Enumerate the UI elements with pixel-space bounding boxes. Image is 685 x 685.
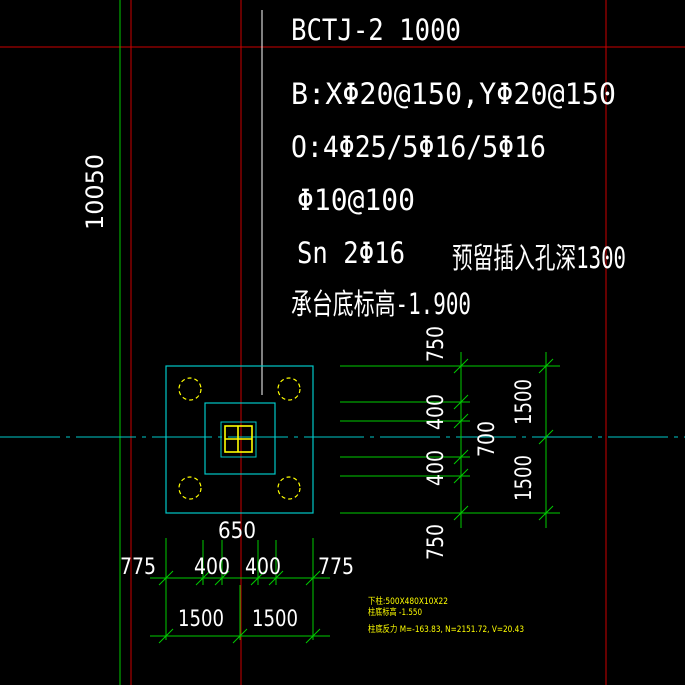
pile-circle-top-left — [178, 377, 202, 401]
annotation-line5a: Sn 2Φ16 — [297, 236, 405, 270]
annotation-block: BCTJ-2 1000 B:XΦ20@150,YΦ20@150 O:4Φ25/5… — [291, 13, 626, 321]
dim-right-750-top: 750 — [424, 326, 449, 362]
column-notes: 下柱:500X480X10X22 柱底标高 -1.550 柱底反力 M=-163… — [368, 595, 524, 635]
pile-circle-top-right — [277, 377, 301, 401]
dim-bottom-650: 650 — [218, 519, 256, 544]
dim-right-1500-a: 1500 — [512, 379, 537, 425]
dim-right-1500-b: 1500 — [512, 455, 537, 501]
pile-cap-plan — [165, 365, 314, 514]
dim-bottom-400-a: 400 — [194, 555, 230, 580]
dim-bottom-775-a: 775 — [120, 555, 156, 580]
right-dimension-labels: 750 400 700 400 1500 1500 750 — [424, 326, 537, 560]
annotation-line4: Φ10@100 — [297, 183, 415, 217]
annotation-line5b: 预留插入孔深1300 — [452, 241, 626, 275]
pile-circle-bottom-right — [277, 476, 301, 500]
dim-right-400-a: 400 — [424, 394, 449, 430]
pile-cap-outline — [165, 365, 314, 514]
dim-bottom-775-b: 775 — [318, 555, 354, 580]
right-dimension-lines — [340, 352, 560, 528]
note-line2: 柱底标高 -1.550 — [368, 606, 422, 618]
note-line3: 柱底反力 M=-163.83, N=2151.72, V=20.43 — [368, 623, 524, 635]
note-line1: 下柱:500X480X10X22 — [368, 595, 448, 607]
left-dimension-10050: 10050 — [81, 154, 109, 230]
pile-circle-bottom-left — [178, 476, 202, 500]
annotation-line1: BCTJ-2 1000 — [291, 13, 461, 47]
dim-bottom-400-b: 400 — [245, 555, 281, 580]
dim-bottom-1500-b: 1500 — [252, 607, 298, 632]
annotation-line6: 承台底标高-1.900 — [291, 287, 471, 321]
annotation-line2: B:XΦ20@150,YΦ20@150 — [291, 77, 616, 111]
column-socket-outline — [220, 421, 257, 458]
dim-bottom-1500-a: 1500 — [178, 607, 224, 632]
dim-right-400-b: 400 — [424, 450, 449, 486]
pedestal-outline — [204, 402, 276, 475]
bottom-dimension-lines — [150, 538, 330, 644]
annotation-line3: O:4Φ25/5Φ16/5Φ16 — [291, 130, 546, 164]
dim-right-700: 700 — [475, 421, 500, 457]
dim-right-750-bottom: 750 — [424, 524, 449, 560]
bottom-dimension-labels: 650 775 400 400 775 1500 1500 — [120, 519, 354, 632]
